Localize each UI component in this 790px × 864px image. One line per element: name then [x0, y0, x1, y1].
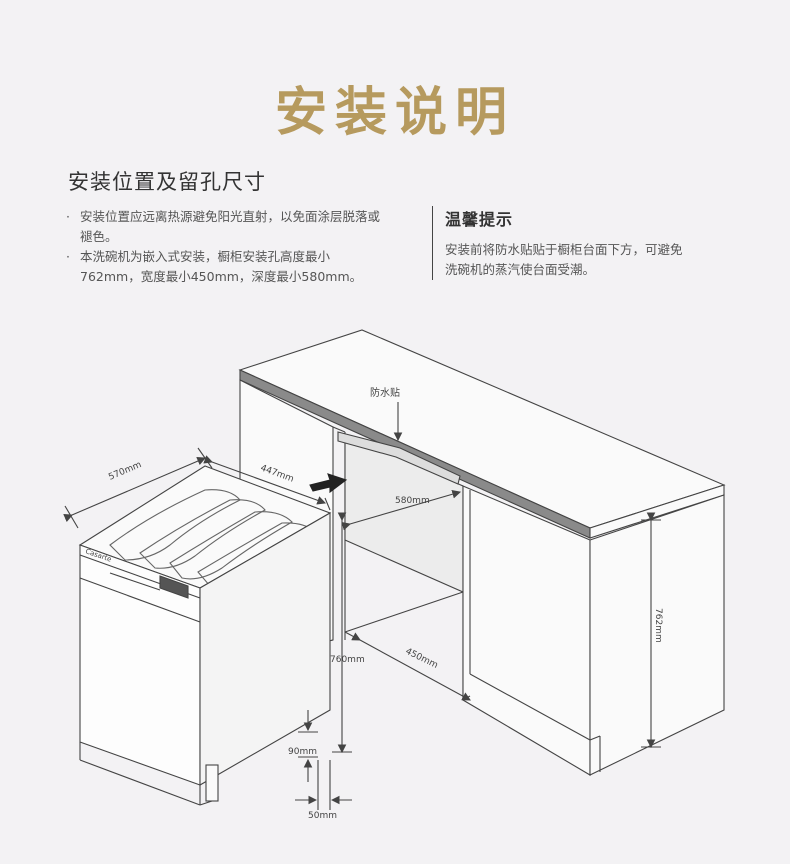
tip-box: 温馨提示 安装前将防水贴贴于橱柜台面下方，可避免洗碗机的蒸汽使台面受潮。 — [432, 206, 685, 280]
dim-580: 580mm — [341, 489, 462, 531]
note-text: 安装位置应远离热源避免阳光直射，以免面涂层脱落或褪色。 — [80, 209, 381, 244]
dishwasher — [78, 465, 332, 806]
svg-text:570mm: 570mm — [107, 460, 143, 483]
foot-right — [205, 764, 219, 802]
waterproof-strip — [337, 431, 461, 485]
svg-text:90mm: 90mm — [288, 747, 317, 757]
control-display — [159, 575, 189, 599]
tip-body: 安装前将防水贴贴于橱柜台面下方，可避免洗碗机的蒸汽使台面受潮。 — [445, 242, 683, 277]
install-notes: ·安装位置应远离热源避免阳光直射，以免面涂层脱落或褪色。 ·本洗碗机为嵌入式安装… — [66, 207, 386, 287]
dim-450: 450mm — [351, 632, 471, 701]
label-waterproof: 防水贴 — [370, 386, 400, 399]
dim-90: 90mm — [288, 710, 318, 782]
note-text: 本洗碗机为嵌入式安装，橱柜安装孔高度最小762mm，宽度最小450mm，深度最小… — [80, 249, 363, 284]
svg-text:580mm: 580mm — [395, 496, 430, 506]
dishwasher-front — [79, 544, 201, 786]
section-title: 安装位置及留孔尺寸 — [68, 170, 266, 194]
svg-text:50mm: 50mm — [308, 811, 337, 821]
page-title: 安装说明 — [274, 83, 515, 143]
svg-text:762mm: 762mm — [653, 608, 663, 643]
dim-760: 760mm — [330, 512, 365, 754]
tip-title: 温馨提示 — [445, 210, 514, 229]
dishwasher-side — [199, 512, 331, 786]
dim-50: 50mm — [295, 760, 352, 821]
svg-text:760mm: 760mm — [330, 655, 365, 665]
note-item: ·安装位置应远离热源避免阳光直射，以免面涂层脱落或褪色。 — [66, 207, 386, 247]
note-item: ·本洗碗机为嵌入式安装，橱柜安装孔高度最小762mm，宽度最小450mm，深度最… — [66, 247, 386, 287]
dim-762: 762mm — [641, 512, 663, 749]
